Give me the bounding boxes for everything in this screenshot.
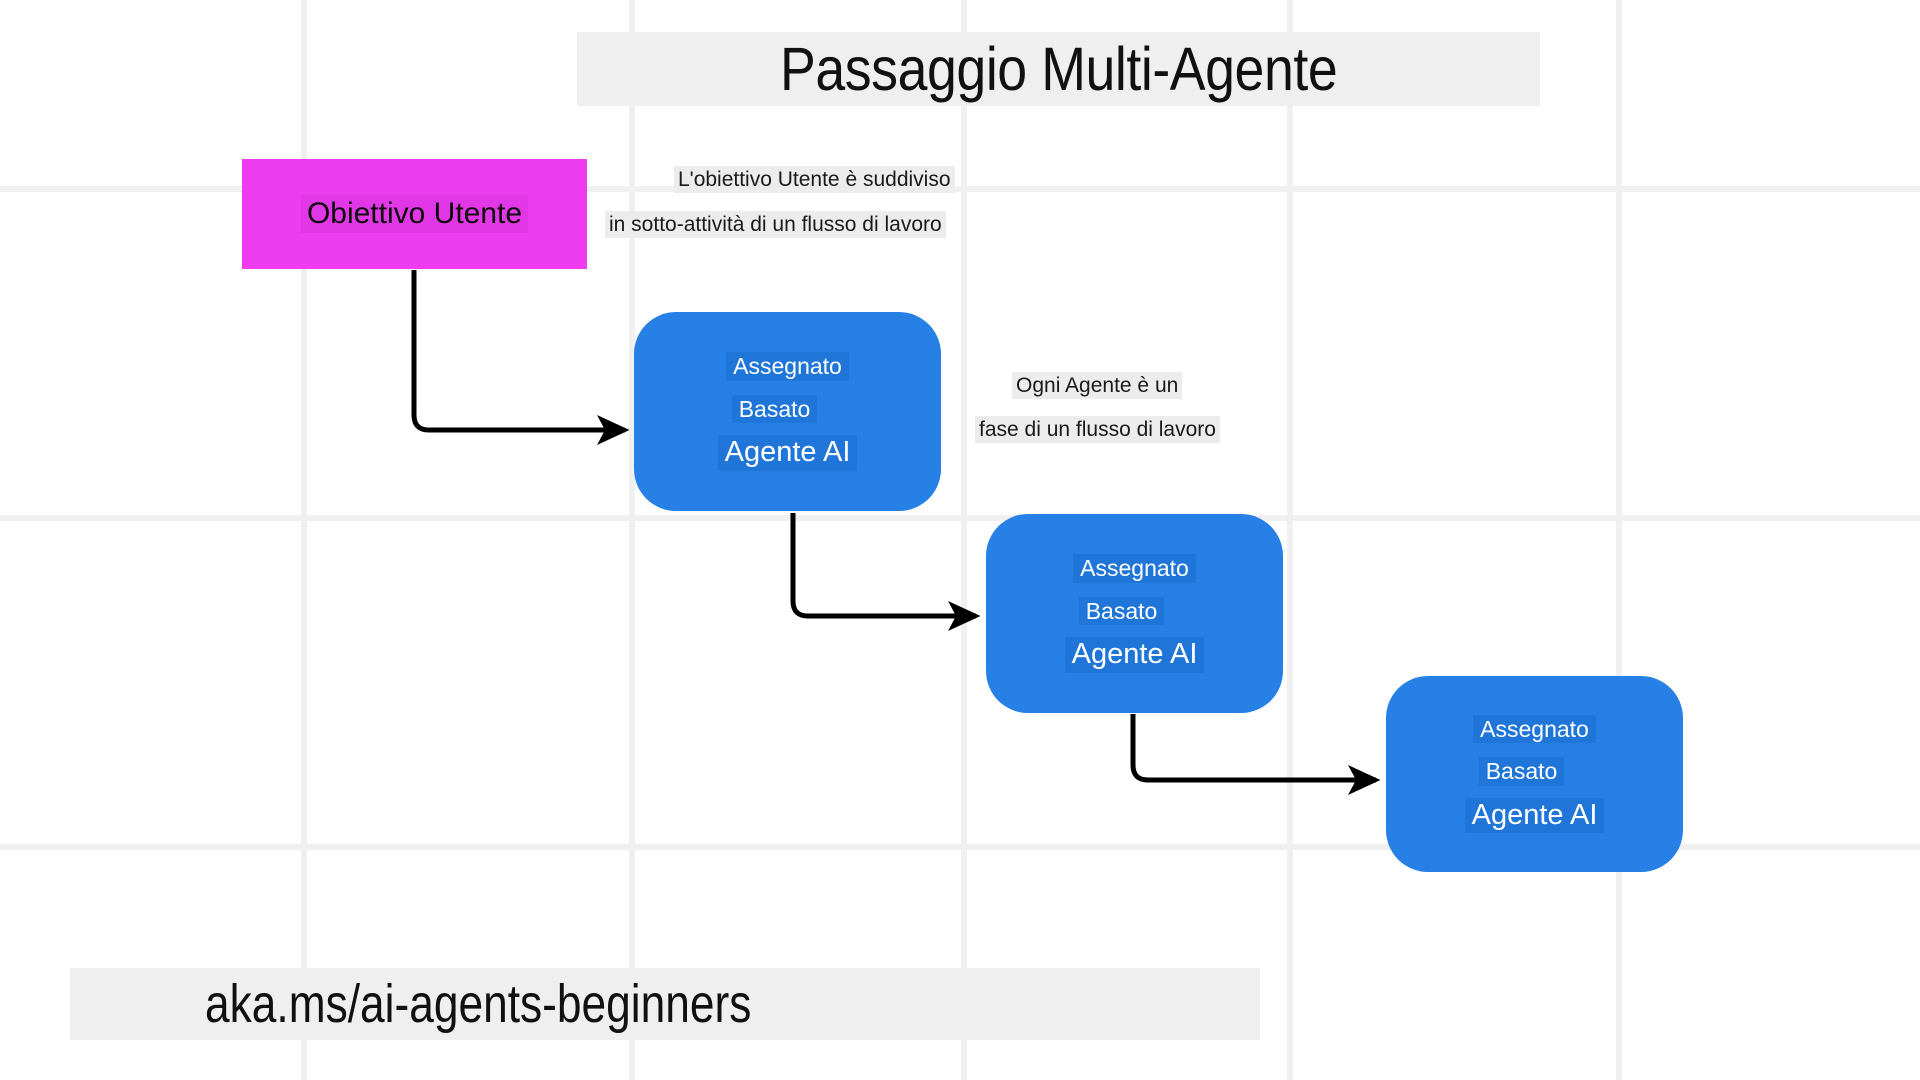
annotation-agent-stage-line2: fase di un flusso di lavoro xyxy=(975,416,1220,443)
footer-url-text[interactable]: aka.ms/ai-agents-beginners xyxy=(205,974,752,1034)
agent-node-1-line2: Basato xyxy=(731,394,818,424)
agent-node-2-line3: Agente AI xyxy=(1064,637,1205,673)
user-goal-box[interactable]: Obiettivo Utente xyxy=(242,159,587,269)
arrow-agent1-to-agent2 xyxy=(790,513,981,631)
annotation-text: in sotto-attività di un flusso di lavoro xyxy=(605,211,946,238)
arrow-agent2-to-agent3 xyxy=(1130,714,1381,795)
agent-node-2-line1: Assegnato xyxy=(1073,554,1196,583)
agent-node-3[interactable]: Assegnato Basato Agente AI xyxy=(1386,676,1683,872)
agent-node-3-line3: Agente AI xyxy=(1464,797,1605,834)
user-goal-label: Obiettivo Utente xyxy=(300,195,529,233)
agent-node-1[interactable]: Assegnato Basato Agente AI xyxy=(634,312,941,511)
agent-node-2[interactable]: Assegnato Basato Agente AI xyxy=(986,514,1283,713)
grid-line-horizontal xyxy=(0,515,1920,521)
annotation-agent-stage-line1: Ogni Agente è un xyxy=(1012,372,1183,399)
annotation-workflow-split-line1: L'obiettivo Utente è suddiviso xyxy=(674,166,955,193)
grid-line-vertical xyxy=(1287,0,1293,1080)
page-title: Passaggio Multi-Agente xyxy=(779,35,1338,103)
agent-node-2-line2: Basato xyxy=(1078,596,1165,626)
diagram-title-band: Passaggio Multi-Agente xyxy=(577,32,1540,106)
grid-line-vertical xyxy=(1616,0,1622,1080)
grid-line-vertical xyxy=(961,0,967,1080)
grid-line-vertical xyxy=(629,0,635,1080)
agent-node-3-line1: Assegnato xyxy=(1473,714,1596,744)
annotation-workflow-split-line2: in sotto-attività di un flusso di lavoro xyxy=(605,211,946,238)
agent-node-1-line3: Agente AI xyxy=(717,435,858,471)
arrow-goal-to-agent1 xyxy=(411,270,630,445)
agent-node-1-line1: Assegnato xyxy=(726,352,849,381)
agent-node-3-line2: Basato xyxy=(1478,757,1565,786)
annotation-text: L'obiettivo Utente è suddiviso xyxy=(674,166,955,193)
annotation-text: Ogni Agente è un xyxy=(1012,372,1183,399)
annotation-text: fase di un flusso di lavoro xyxy=(975,416,1220,443)
footer-url-band: aka.ms/ai-agents-beginners xyxy=(70,968,1260,1040)
